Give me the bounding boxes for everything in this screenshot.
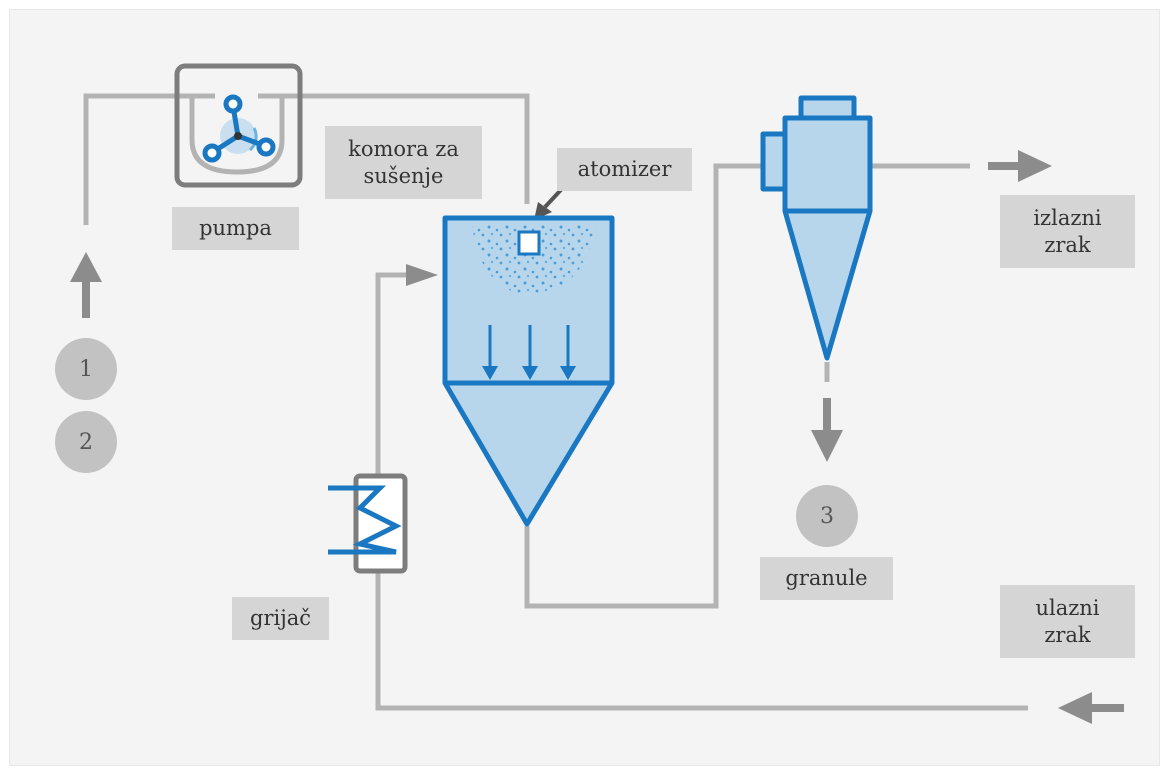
pump-label: pumpa [172,207,299,250]
atomizer-nozzle-icon [517,230,541,256]
granules-down-arrow [811,398,843,462]
cyclone-icon [760,95,873,361]
heater-label-text: grijač [250,606,311,630]
heater-label: grijač [232,597,329,640]
chamber-to-cyclone-pipe [524,163,762,609]
feed-up-arrow [70,252,102,318]
hot-air-arrow [406,264,438,286]
inlet-air-label-line2: zrak [1044,622,1091,647]
heater-to-chamber-pipe-upper [375,272,408,280]
atomizer-label-text: atomizer [577,157,672,181]
air-flow-arrows [482,325,576,380]
granules-label: granule [760,557,893,600]
feed-badge-2-text: 2 [79,429,93,455]
drying-chamber-icon [442,215,615,527]
granules-label-text: granule [785,566,868,590]
product-badge-3-text: 3 [820,503,834,529]
inlet-air-label-line1: ulazni [1035,595,1100,620]
inlet-air-pipe [375,571,1028,711]
outlet-air-label: izlazni zrak [1000,195,1135,268]
atomizer-label: atomizer [557,148,692,191]
pump-label-text: pumpa [199,216,272,240]
pump-to-atomizer-pipe [290,93,530,204]
drying-chamber-label-line2: sušenje [363,163,444,188]
feed-pipe [83,93,192,225]
feed-badge-2: 2 [55,411,117,473]
outlet-air-arrow [988,150,1052,182]
flow-arrows [70,150,1124,724]
pump-icon [174,63,303,188]
feed-badge-1-text: 1 [79,356,93,382]
heater-icon [328,473,408,574]
drying-chamber-label: komora za sušenje [325,126,482,199]
inlet-air-label: ulazni zrak [1000,585,1135,658]
drying-chamber-label-line1: komora za [348,136,459,161]
outlet-air-label-line1: izlazni [1033,205,1102,230]
product-badge-3: 3 [796,485,858,547]
outlet-air-label-line2: zrak [1044,232,1091,257]
pipes [83,93,1028,711]
feed-badge-1: 1 [55,338,117,400]
inlet-air-arrow [1058,692,1124,724]
